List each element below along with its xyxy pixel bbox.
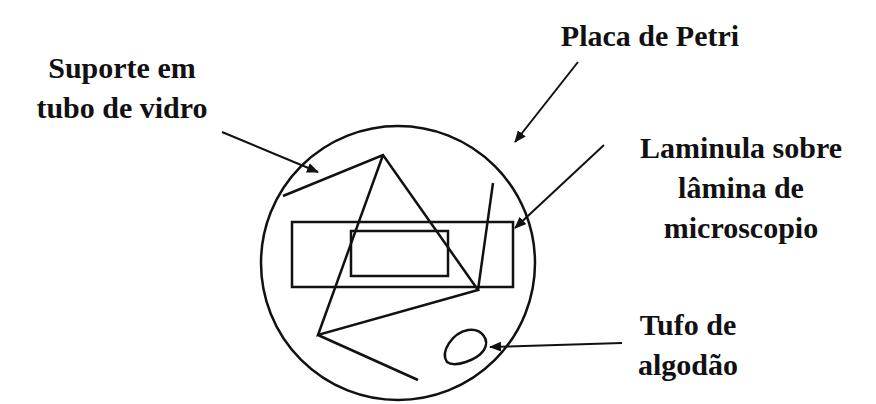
- tube-end: [318, 335, 418, 380]
- part-label: Suporte em tubo de vidro: [22, 48, 222, 128]
- part-label: Placa de Petri: [520, 16, 780, 56]
- petri-dish: [261, 126, 535, 400]
- leader-lines: [222, 62, 622, 347]
- tube-triangle: [283, 155, 478, 335]
- part-label: Laminula sobre lâmina de microscopio: [610, 128, 872, 248]
- coverslip: [351, 231, 448, 276]
- leader-arrow: [515, 145, 604, 228]
- tube-end: [478, 183, 493, 290]
- leader-arrow: [222, 132, 318, 172]
- cotton-tuft: [445, 330, 486, 364]
- glass-tube-support: [283, 155, 493, 380]
- leader-arrow: [490, 343, 622, 347]
- leader-arrow: [515, 62, 578, 142]
- part-label: Tufo de algodão: [621, 305, 756, 385]
